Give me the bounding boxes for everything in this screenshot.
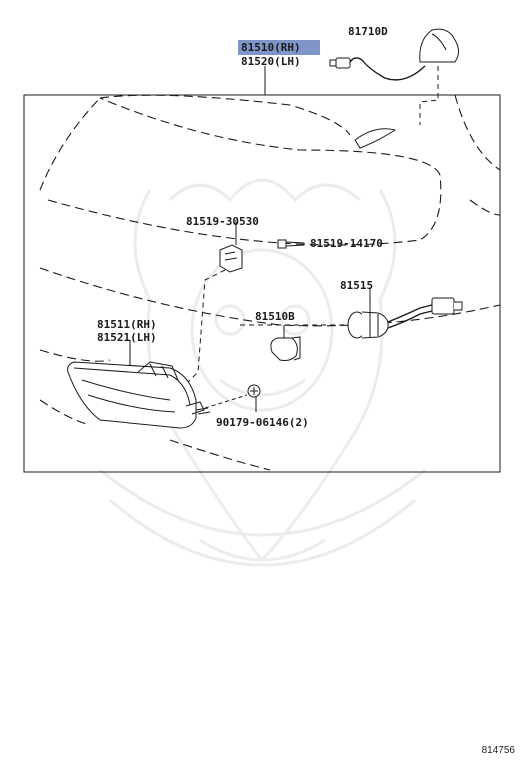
screw-part [277,239,305,249]
bracket-part [219,228,243,273]
part-label-81520-lh[interactable]: 81520(LH) [241,55,301,68]
socket-part [347,288,463,339]
part-label-81515[interactable]: 81515 [340,279,374,292]
part-label-90179-06146[interactable]: 90179-06146(2) [216,416,309,429]
part-label-81510-rh[interactable]: 81510(RH) [241,41,301,54]
selected-part-highlight [238,40,320,55]
part-label-81710d[interactable]: 81710D [348,25,388,38]
part-label-81510b[interactable]: 81510B [255,310,295,323]
bulb-part [270,325,301,361]
part-label-81519-30530[interactable]: 81519-30530 [186,215,259,228]
part-label-81521-lh[interactable]: 81521(LH) [97,331,157,344]
lens-housing-part [67,340,211,429]
fender-vent [354,128,397,149]
part-label-81511-rh[interactable]: 81511(RH) [97,318,157,331]
vehicle-body-outline [39,94,501,471]
watermark-emblem [99,178,426,567]
part-label-81519-14170[interactable]: 81519-14170 [310,237,383,250]
diagram-code: 814756 [481,745,515,756]
bracket-leader-dashed [184,269,226,386]
assembly-frame [23,94,501,473]
clip-part [204,384,261,412]
antenna-assembly [329,28,459,125]
